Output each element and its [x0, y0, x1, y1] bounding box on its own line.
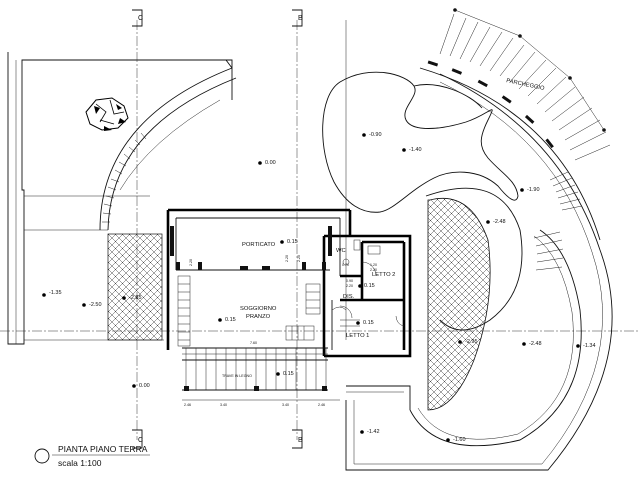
label-trave: TRAVE IN LEGNO — [222, 374, 252, 378]
svg-text:-2.95: -2.95 — [465, 339, 478, 345]
svg-text:0.15: 0.15 — [287, 239, 298, 245]
svg-text:2.46: 2.46 — [318, 403, 325, 407]
svg-text:-2.48: -2.48 — [493, 219, 506, 225]
svg-text:-1.40: -1.40 — [409, 147, 422, 153]
svg-text:2.20: 2.20 — [346, 284, 353, 288]
level-markers: 0.00 -0.90 -1.40 -1.90 -2.48 0.15 0.15 0… — [42, 132, 596, 443]
rock-icon — [85, 97, 129, 131]
level-marker: 0.15 — [218, 317, 236, 323]
level-marker: -2.48 — [522, 341, 542, 347]
svg-text:-0.90: -0.90 — [369, 132, 382, 138]
svg-text:0.15: 0.15 — [283, 371, 294, 377]
section-marker-bot-b: B — [292, 429, 303, 449]
house — [166, 208, 412, 401]
svg-text:-1.34: -1.34 — [583, 343, 596, 349]
label-parcheggio: PARCHEGGIO — [506, 78, 546, 92]
right-stairs — [533, 171, 583, 271]
level-marker: 0.15 — [280, 239, 298, 245]
svg-text:2.46: 2.46 — [184, 403, 191, 407]
svg-text:0.00: 0.00 — [139, 383, 150, 389]
svg-text:-1.35: -1.35 — [49, 290, 62, 296]
room-letto1: LETTO 1 — [346, 333, 369, 339]
level-marker: 0.00 — [132, 383, 150, 389]
svg-text:0.15: 0.15 — [364, 283, 375, 289]
svg-text:0.90: 0.90 — [346, 279, 353, 283]
drawing-scale: scala 1:100 — [58, 458, 102, 468]
right-hatched-area — [427, 198, 491, 411]
level-marker: 0.15 — [358, 283, 375, 289]
room-pranzo: PRANZO — [246, 314, 271, 320]
level-marker: 0.00 — [258, 160, 276, 166]
dimension-labels: 1.20 2.20 0.90 2.20 0.70 2.20 2.20 2.20 … — [184, 255, 377, 407]
section-letter: B — [298, 15, 303, 22]
level-marker: -1.42 — [360, 429, 380, 435]
svg-text:0.00: 0.00 — [265, 160, 276, 166]
bean-garden — [322, 71, 519, 213]
svg-text:-2.50: -2.50 — [89, 302, 102, 308]
room-porticato: PORTICATO — [242, 242, 276, 248]
section-letter: C — [138, 437, 143, 444]
site-boundary — [7, 52, 233, 345]
drawing-title: PIANTA PIANO TERRA — [58, 444, 148, 454]
level-marker: -1.90 — [520, 187, 540, 193]
section-letter: B — [298, 437, 303, 444]
svg-text:3.40: 3.40 — [282, 403, 289, 407]
section-letter: C — [138, 15, 143, 22]
svg-text:-1.60: -1.60 — [453, 437, 466, 443]
svg-text:3.40: 3.40 — [220, 403, 227, 407]
room-dis: DIS. — [343, 294, 355, 300]
axis-lines — [0, 20, 640, 440]
level-marker: -2.95 — [458, 339, 478, 345]
level-marker: -0.90 — [362, 132, 382, 138]
level-marker: -1.35 — [42, 290, 62, 297]
svg-text:2.20: 2.20 — [370, 268, 377, 272]
svg-text:0.70: 0.70 — [342, 263, 349, 267]
svg-text:0.15: 0.15 — [225, 317, 236, 323]
drawing-title-block: PIANTA PIANO TERRA scala 1:100 — [34, 444, 150, 468]
parking-area — [419, 8, 611, 241]
level-marker: -1.60 — [446, 437, 466, 443]
room-labels: PORTICATO SOGGIORNO PRANZO WC LETTO 2 LE… — [222, 78, 545, 378]
level-marker: 0.15 — [356, 320, 374, 326]
left-hatched-area — [24, 229, 164, 341]
section-marker-top-c: C — [132, 9, 143, 27]
svg-text:0.15: 0.15 — [363, 320, 374, 326]
svg-text:1.20: 1.20 — [370, 263, 377, 267]
level-marker: -1.40 — [402, 147, 422, 153]
svg-text:2.20: 2.20 — [285, 255, 289, 262]
svg-text:-2.48: -2.48 — [529, 341, 542, 347]
level-marker: -2.48 — [486, 219, 506, 225]
level-marker: -1.34 — [576, 343, 596, 349]
terrace-right — [346, 385, 411, 410]
level-marker: 0.15 — [276, 371, 294, 377]
level-marker: -2.50 — [82, 302, 102, 308]
svg-text:-1.42: -1.42 — [367, 429, 380, 435]
room-soggiorno: SOGGIORNO — [240, 306, 277, 312]
room-letto2: LETTO 2 — [372, 272, 395, 278]
level-marker: -2.85 — [122, 295, 142, 301]
section-marker-bot-c: C — [132, 429, 143, 449]
svg-text:7.60: 7.60 — [250, 341, 257, 345]
svg-text:2.20: 2.20 — [297, 255, 301, 262]
svg-text:-2.85: -2.85 — [129, 295, 142, 301]
svg-text:-1.90: -1.90 — [527, 187, 540, 193]
section-marker-top-b: B — [292, 9, 303, 27]
svg-text:2.20: 2.20 — [189, 259, 193, 266]
room-wc: WC — [336, 248, 346, 254]
curved-terrace-walls — [99, 67, 237, 231]
